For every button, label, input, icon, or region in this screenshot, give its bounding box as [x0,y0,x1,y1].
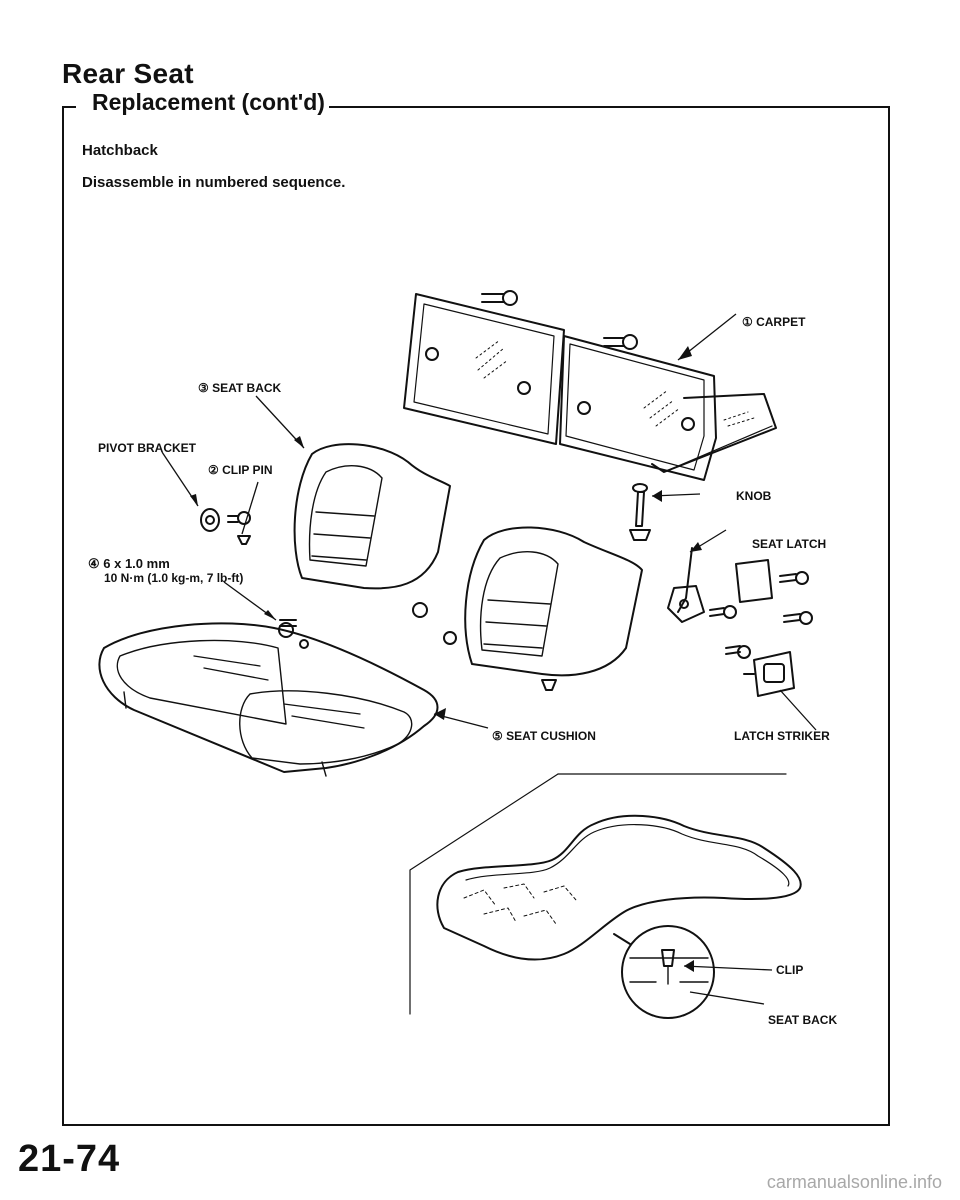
page-title: Rear Seat [62,58,194,89]
label-clip-pin: ② CLIP PIN [208,463,273,477]
instruction-text: Disassemble in numbered sequence. [82,174,346,191]
label-latch-striker: LATCH STRIKER [734,729,830,743]
label-seat-latch: SEAT LATCH [752,537,826,551]
seat-cushion [98,622,439,777]
label-seat-back: ③ SEAT BACK [198,381,282,395]
carpet-panels [403,290,777,481]
label-carpet: ① CARPET [742,315,806,329]
watermark: carmanualsonline.info [766,1172,942,1192]
pivot-bracket-hardware [200,508,309,649]
label-knob: KNOB [736,489,772,503]
label-pivot-bracket: PIVOT BRACKET [98,441,197,455]
label-bolt-torque: 10 N·m (1.0 kg-m, 7 lb-ft) [104,571,243,585]
label-seat-back-detail: SEAT BACK [768,1013,837,1027]
label-seat-cushion: ⑤ SEAT CUSHION [492,729,596,743]
seat-backs [293,443,643,677]
content-frame [62,106,890,1126]
frame-top-right-rule [318,106,888,108]
latch-hardware [541,483,813,697]
label-bolt-size: ④ 6 x 1.0 mm [88,556,170,571]
page-number: 21-74 [18,1138,121,1180]
exploded-view-diagram [98,290,817,1019]
label-clip: CLIP [776,963,803,977]
section-title: Replacement (cont'd) [88,89,329,116]
subtitle-hatchback: Hatchback [82,142,158,159]
detail-view-carpet-clip [409,773,802,1019]
leader-arrowheads [190,346,702,972]
frame-top-left-rule [62,106,76,108]
